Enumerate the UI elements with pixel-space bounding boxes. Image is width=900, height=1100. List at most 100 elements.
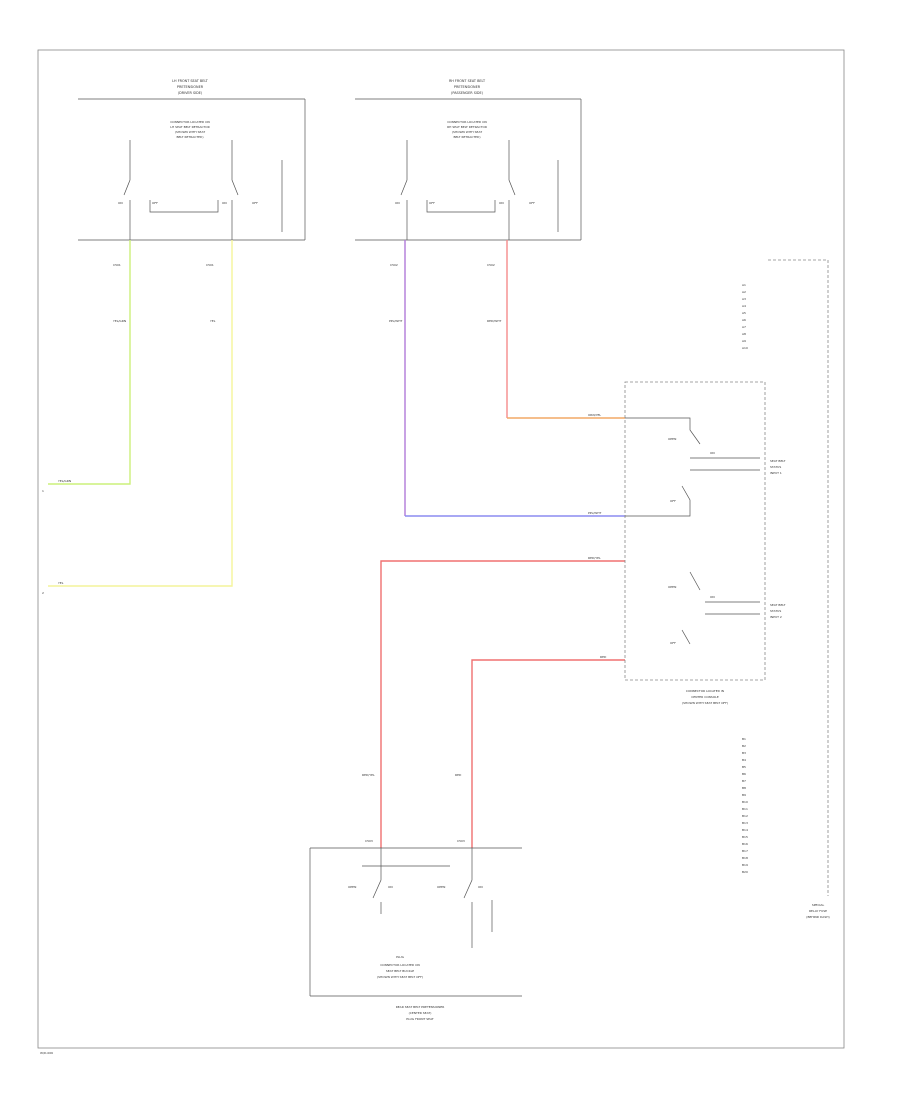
srs-bot-pin-6: B6 xyxy=(742,772,746,776)
tm-title-2: PRETENSIONER xyxy=(454,85,481,89)
tl-pin-1: C501 xyxy=(113,263,121,267)
component-bottom: RED/YEL RED C503 C503 OPEN ON OPEN ON PL… xyxy=(309,773,522,1021)
rm-cap-1: CONNECTOR LOCATED IN xyxy=(686,689,724,693)
bot-sw-1: OPEN xyxy=(348,885,356,889)
srs-bot-pin-15: B15 xyxy=(742,835,748,839)
bot-inner-label: PLUG xyxy=(396,955,405,959)
bot-inner-3: (SHOWN WITH SEAT BELT OFF) xyxy=(377,975,423,979)
component-right-module: ORN/YEL PPL/WHT RED/YEL RED OPEN ON OFF … xyxy=(588,381,786,705)
tm-inner-2: RH SEAT BELT RETRACTOR xyxy=(447,125,487,129)
wire-red-yel xyxy=(380,560,625,848)
srs-bot-pin-3: B3 xyxy=(742,751,746,755)
bot-wire-1: RED/YEL xyxy=(362,773,375,777)
srs-bot-pin-8: B8 xyxy=(742,786,746,790)
tm-sw-2: OFF xyxy=(429,201,435,205)
srs-cap-3: (BEHIND DASH) xyxy=(806,915,829,919)
rm-wire-1: ORN/YEL xyxy=(588,413,601,417)
wire-yel-grn xyxy=(48,240,131,485)
srs-top-pin-9: A9 xyxy=(742,339,746,343)
srs-bot-pin-17: B17 xyxy=(742,849,748,853)
tl-sw-1: ON xyxy=(118,201,123,205)
component-top-left: LH FRONT SEAT BELT PRETENSIONER (DRIVER … xyxy=(78,79,306,323)
srs-top-pin-2: A2 xyxy=(742,290,746,294)
srs-top-pin-4: A4 xyxy=(742,304,746,308)
srs-top-pin-8: A8 xyxy=(742,332,746,336)
tm-pin-2: C502 xyxy=(487,263,495,267)
rm-sw-2: ON xyxy=(710,451,715,455)
tm-wire-2: RED/WHT xyxy=(487,319,502,323)
bot-inner-1: CONNECTOR LOCATED ON xyxy=(380,963,420,967)
tm-title-3: (PASSENGER SIDE) xyxy=(451,91,484,95)
bot-pin-2: C503 xyxy=(457,839,465,843)
srs-top-pin-3: A3 xyxy=(742,297,746,301)
left-pin-1: 1 xyxy=(42,489,44,493)
tm-title-1: RH FRONT SEAT BELT xyxy=(449,79,486,83)
wires xyxy=(48,240,625,848)
tm-sw-4: OFF xyxy=(529,201,535,205)
rm-sw-5: ON xyxy=(710,595,715,599)
srs-bot-pin-10: B10 xyxy=(742,800,748,804)
srs-top-pin-1: A1 xyxy=(742,283,746,287)
rm-wire-4: RED xyxy=(600,655,607,659)
rm-out-3: INPUT 1 xyxy=(770,471,782,475)
srs-bot-pin-13: B13 xyxy=(742,821,748,825)
wire-yel xyxy=(48,240,233,587)
left-wire-2: YEL xyxy=(58,581,64,585)
rm-out-2: STATUS xyxy=(770,465,781,469)
tl-sw-3: ON xyxy=(222,201,227,205)
bot-wire-2: RED xyxy=(455,773,462,777)
srs-bot-pin-7: B7 xyxy=(742,779,746,783)
tm-sw-1: ON xyxy=(395,201,400,205)
srs-pins-bottom: B1B2B3B4B5B6B7B8B9B10B11B12B13B14B15B16B… xyxy=(742,737,748,874)
component-top-middle: RH FRONT SEAT BELT PRETENSIONER (PASSENG… xyxy=(355,79,582,323)
rm-sw-3: OFF xyxy=(670,499,676,503)
tl-title-2: PRETENSIONER xyxy=(177,85,204,89)
tm-sw-3: ON xyxy=(499,201,504,205)
srs-bot-pin-1: B1 xyxy=(742,737,746,741)
srs-bot-pin-11: B11 xyxy=(742,807,748,811)
srs-bot-pin-18: B18 xyxy=(742,856,748,860)
tl-inner-2: LH SEAT BELT RETRACTOR xyxy=(170,125,209,129)
tl-sw-4: OFF xyxy=(252,201,258,205)
bot-inner-2: SEAT BELT BUCKLE xyxy=(386,969,414,973)
srs-top-pin-10: A10 xyxy=(742,346,748,350)
srs-bot-pin-19: B19 xyxy=(742,863,748,867)
tl-wire-1: YEL/GRN xyxy=(113,319,126,323)
tl-inner-3: (SHOWN WITH SEAT xyxy=(175,130,205,134)
srs-top-pin-6: A6 xyxy=(742,318,746,322)
srs-bot-pin-5: B5 xyxy=(742,765,746,769)
srs-cap-2: RELAY FUSE xyxy=(809,909,827,913)
bot-sw-3: OPEN xyxy=(437,885,445,889)
srs-bot-pin-20: B20 xyxy=(742,870,748,874)
diagram-frame xyxy=(37,49,845,1049)
srs-bot-pin-16: B16 xyxy=(742,842,748,846)
rm-wire-3: RED/YEL xyxy=(588,556,601,560)
tl-wire-2: YEL xyxy=(210,319,216,323)
bot-sw-2: ON xyxy=(388,885,393,889)
rm-sw-1: OPEN xyxy=(668,437,676,441)
rm-sw-6: OFF xyxy=(670,641,676,645)
tm-inner-4: BELT RETRACTED) xyxy=(453,135,480,139)
tm-wire-1: PPL/WHT xyxy=(389,319,403,323)
srs-top-pin-7: A7 xyxy=(742,325,746,329)
rm-out-5: STATUS xyxy=(770,609,781,613)
srs-top-pin-5: A5 xyxy=(742,311,746,315)
bot-sw-4: ON xyxy=(478,885,483,889)
bot-cap-3: PLUG FRONT SEAT xyxy=(406,1017,434,1021)
rm-out-6: INPUT 2 xyxy=(770,615,782,619)
tl-title-3: (DRIVER SIDE) xyxy=(178,91,203,95)
rm-out-4: SEAT BELT xyxy=(770,603,786,607)
rm-out-1: SEAT BELT xyxy=(770,459,786,463)
tl-inner-1: CONNECTOR LOCATED ON xyxy=(170,120,210,124)
tl-inner-4: BELT RETRACTED) xyxy=(176,135,203,139)
bot-cap-2: (CENTER SEAT) xyxy=(409,1011,432,1015)
srs-bot-pin-9: B9 xyxy=(742,793,746,797)
tm-inner-1: CONNECTOR LOCATED ON xyxy=(447,120,487,124)
footer-code: W/D-006 xyxy=(40,1051,53,1055)
tl-title-1: LH FRONT SEAT BELT xyxy=(172,79,209,83)
srs-bot-pin-4: B4 xyxy=(742,758,746,762)
srs-bot-pin-14: B14 xyxy=(742,828,748,832)
tl-pin-2: C501 xyxy=(206,263,214,267)
